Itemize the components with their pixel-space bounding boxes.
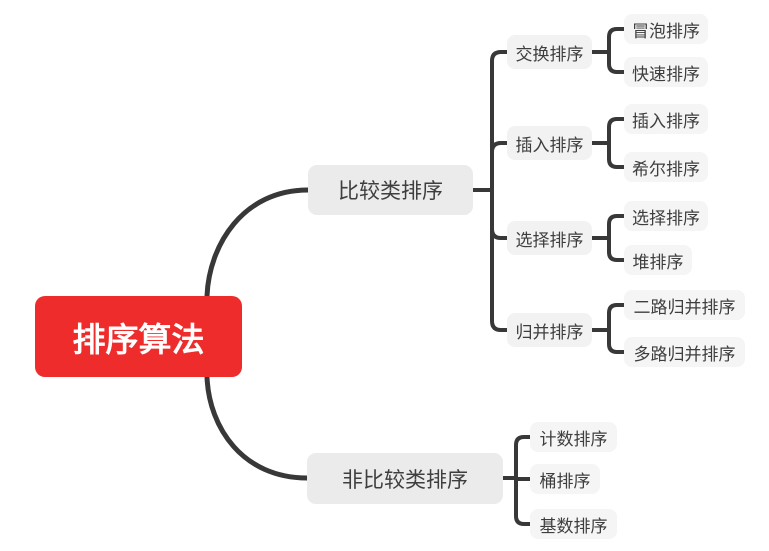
node-label: 希尔排序 <box>632 159 700 179</box>
node-sorting-algorithms-root[interactable]: 排序算法 <box>35 296 242 377</box>
node-label: 非比较类排序 <box>342 468 468 492</box>
connector-comparison-exchange <box>490 50 509 192</box>
node-label: 二路归并排序 <box>633 297 736 317</box>
connector-merge-twoway <box>607 303 626 332</box>
connector-comparison-merge <box>490 188 509 332</box>
connector-root-noncomparison <box>204 374 310 481</box>
node-merge-sort-category[interactable]: 归并排序 <box>507 313 592 347</box>
connector-insertion-shell <box>607 141 626 169</box>
node-shell-sort[interactable]: 希尔排序 <box>624 152 708 182</box>
node-label: 归并排序 <box>515 322 584 342</box>
node-two-way-merge-sort[interactable]: 二路归并排序 <box>624 290 745 320</box>
node-label: 插入排序 <box>515 135 584 155</box>
connector-exchange-bubble <box>607 27 626 54</box>
node-quick-sort[interactable]: 快速排序 <box>624 57 708 87</box>
node-label: 多路归并排序 <box>633 344 736 364</box>
connector-exchange-quick <box>607 50 626 74</box>
node-selection-sort-category[interactable]: 选择排序 <box>507 221 592 255</box>
node-label: 堆排序 <box>632 252 684 272</box>
connector-noncomparison-radix <box>514 476 532 526</box>
node-comparison-sorts[interactable]: 比较类排序 <box>308 165 473 215</box>
node-label: 排序算法 <box>72 320 205 358</box>
node-insertion-sort[interactable]: 插入排序 <box>624 104 708 134</box>
connector-selection-select <box>607 214 626 240</box>
node-label: 插入排序 <box>632 111 700 131</box>
node-label: 冒泡排序 <box>632 21 700 41</box>
connector-noncomparison-counting <box>514 435 532 480</box>
node-insertion-sort-category[interactable]: 插入排序 <box>507 126 592 160</box>
node-heap-sort[interactable]: 堆排序 <box>624 245 692 275</box>
node-bubble-sort[interactable]: 冒泡排序 <box>624 14 708 44</box>
connector-merge-multiway <box>607 328 626 354</box>
connector-comparison-insertion <box>490 141 509 192</box>
node-counting-sort[interactable]: 计数排序 <box>530 422 617 452</box>
node-label: 桶排序 <box>539 471 591 491</box>
node-label: 选择排序 <box>632 208 700 228</box>
node-label: 比较类排序 <box>338 180 443 203</box>
node-label: 计数排序 <box>539 429 608 449</box>
node-exchange-sort-category[interactable]: 交换排序 <box>507 35 592 69</box>
node-non-comparison-sorts[interactable]: 非比较类排序 <box>307 453 503 504</box>
node-label: 交换排序 <box>515 44 584 64</box>
connector-insertion-insert <box>607 117 626 145</box>
node-label: 选择排序 <box>515 230 584 250</box>
node-multi-way-merge-sort[interactable]: 多路归并排序 <box>624 337 745 367</box>
node-bucket-sort[interactable]: 桶排序 <box>530 464 600 494</box>
connector-root-comparison <box>204 187 311 299</box>
node-label: 基数排序 <box>539 516 608 536</box>
connector-selection-heap <box>607 236 626 262</box>
node-selection-sort[interactable]: 选择排序 <box>624 201 708 231</box>
node-radix-sort[interactable]: 基数排序 <box>530 509 617 539</box>
connector-comparison-selection <box>490 188 509 240</box>
node-label: 快速排序 <box>632 64 700 84</box>
